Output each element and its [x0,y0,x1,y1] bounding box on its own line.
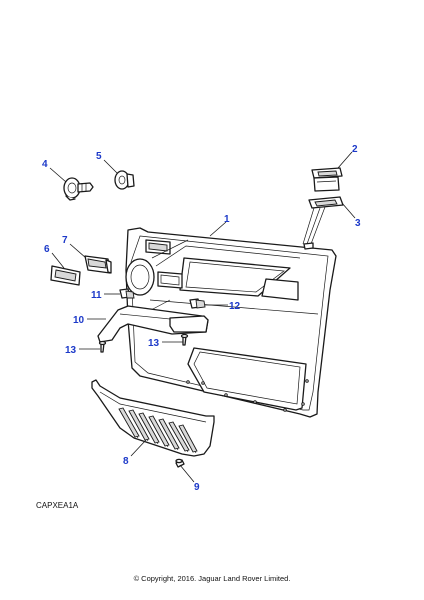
door-trim-panel-part [125,227,337,418]
callouts: 4 5 2 3 1 7 6 11 12 10 13 13 8 9 [42,144,361,493]
callout-2: 2 [352,144,358,155]
leader-lines [49,151,356,483]
screw-part [98,340,107,353]
bezel-part [50,265,81,286]
callout-6: 6 [44,244,50,255]
callout-3: 3 [355,218,361,229]
callout-11: 11 [91,290,102,301]
illustration-code: CAPXEA1A [36,501,79,510]
screw-part [175,458,185,468]
callout-4: 4 [42,159,48,170]
door-clip-part [63,177,94,201]
bezel-part [302,196,344,245]
copyright-text: © Copyright, 2016. Jaguar Land Rover Lim… [133,574,291,583]
push-fastener-part [114,170,135,190]
callout-13: 13 [65,345,77,356]
map-pocket-part [91,379,215,457]
callout-8: 8 [123,456,129,467]
callout-5: 5 [96,151,102,162]
callout-13: 13 [148,338,160,349]
callout-9: 9 [194,482,200,493]
callout-10: 10 [73,315,85,326]
clip-part [119,288,135,299]
armrest-part [97,305,209,343]
handle-surround-part [84,255,112,274]
callout-12: 12 [229,301,241,312]
switch-bezel-part [311,167,343,192]
callout-7: 7 [62,235,68,246]
callout-1: 1 [224,214,230,225]
clip-part [189,298,206,309]
